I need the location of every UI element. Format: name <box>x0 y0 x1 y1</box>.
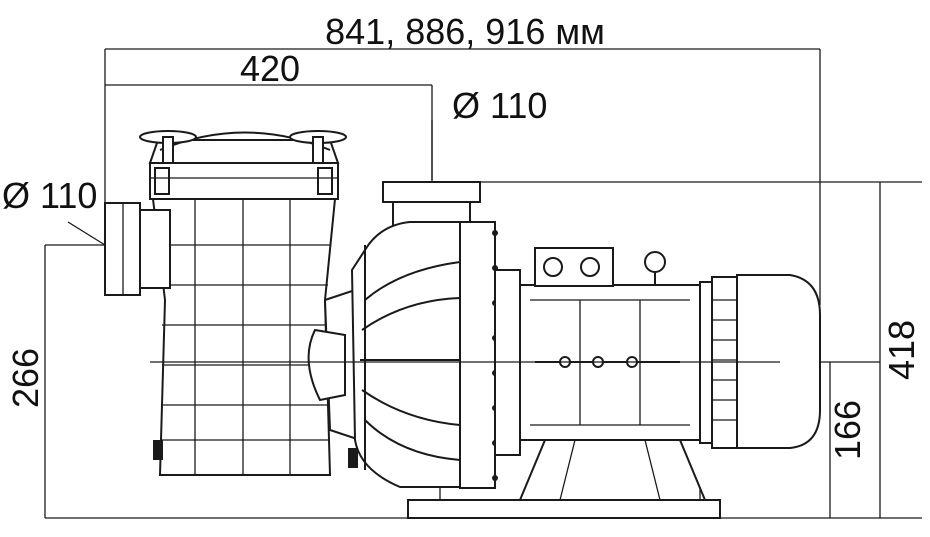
inlet-height-label: 266 <box>5 348 46 408</box>
inlet-diameter-label: Ø 110 <box>2 175 97 216</box>
overall-length-label: 841, 886, 916 мм <box>325 11 605 52</box>
outlet-diameter-label: Ø 110 <box>452 85 547 126</box>
pump-body <box>104 130 821 519</box>
shaft-height-label: 166 <box>827 400 868 460</box>
total-height-label: 418 <box>881 320 922 380</box>
inlet-outlet-distance-label: 420 <box>240 48 300 89</box>
